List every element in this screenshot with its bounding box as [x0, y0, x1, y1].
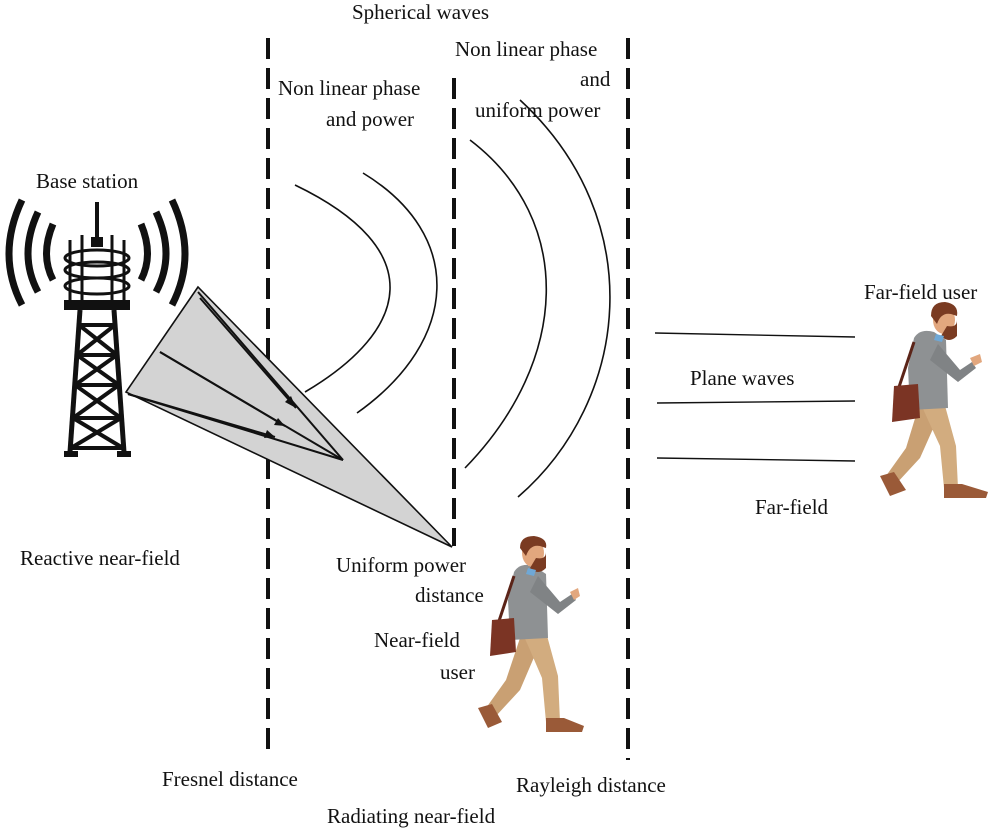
spherical-wavefront-2	[356, 172, 438, 414]
rayleigh-distance-label: Rayleigh distance	[516, 773, 666, 797]
near-field-user-label-line2: user	[440, 660, 475, 684]
far-field-label: Far-field	[755, 495, 829, 519]
beam-arrowheads	[264, 396, 296, 438]
nonlinear-phase-uniform-label-line3: uniform power	[475, 98, 600, 122]
spherical-waves-label: Spherical waves	[352, 0, 489, 24]
beam-rays	[127, 291, 344, 461]
spherical-wavefront-3	[464, 139, 548, 469]
plane-wave-2	[656, 400, 856, 404]
uniform-power-distance-label-line2: distance	[415, 583, 484, 607]
near-field-user-figure	[478, 536, 584, 732]
fresnel-distance-label: Fresnel distance	[162, 767, 298, 791]
far-field-user-figure	[880, 302, 988, 498]
near-field-user-label-line1: Near-field	[374, 628, 460, 652]
nonlinear-phase-power-label-line2: and power	[326, 107, 414, 131]
base-station-tower-icon	[5, 198, 189, 457]
spherical-wavefront-4	[517, 99, 611, 498]
plane-wave-1	[654, 332, 856, 338]
plane-wave-3	[656, 457, 856, 462]
nonlinear-phase-power-label-line1: Non linear phase	[278, 76, 420, 100]
far-field-user-label: Far-field user	[864, 280, 977, 304]
nonlinear-phase-uniform-label-line1: Non linear phase	[455, 37, 597, 61]
uniform-power-distance-label-line1: Uniform power	[336, 553, 466, 577]
beam-cone	[124, 285, 453, 548]
plane-waves-label: Plane waves	[690, 366, 794, 390]
reactive-near-field-label: Reactive near-field	[20, 546, 180, 570]
radiating-near-field-label: Radiating near-field	[327, 804, 496, 828]
nonlinear-phase-uniform-label-line2: and	[580, 67, 611, 91]
base-station-label: Base station	[36, 169, 139, 193]
spherical-wavefront-1	[294, 184, 391, 393]
